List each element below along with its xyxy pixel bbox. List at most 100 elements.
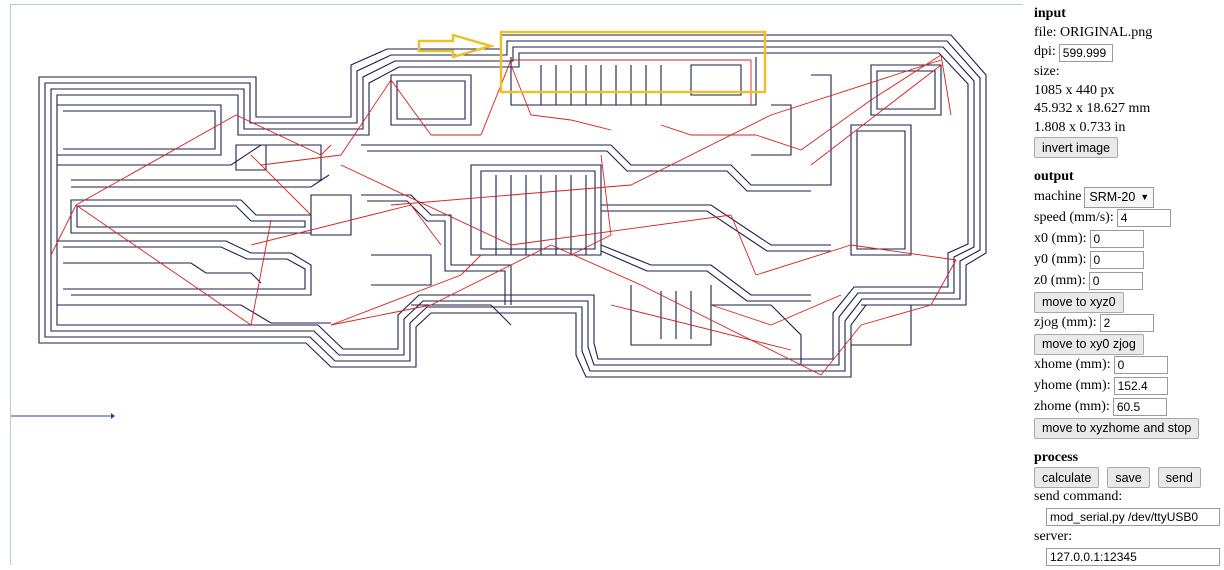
toolpath-outline: [63, 110, 216, 150]
machine-label: machine: [1034, 188, 1082, 204]
toolpath-outline: [811, 74, 832, 186]
move-to-xy0-zjog-button[interactable]: move to xy0 zjog: [1034, 333, 1144, 355]
zhome-input[interactable]: [1112, 398, 1167, 416]
move-line: [510, 64, 612, 131]
move-to-xyzhome-button[interactable]: move to xyzhome and stop: [1034, 417, 1200, 439]
highlight-arrow: [417, 33, 496, 59]
speed-label: speed (mm/s):: [1034, 209, 1114, 225]
invert-row: invert image: [1034, 137, 1224, 158]
dpi-input[interactable]: [1058, 43, 1113, 62]
dropdown-arrow-icon: ▼: [1140, 191, 1150, 202]
machine-select-value: SRM-20: [1089, 189, 1136, 204]
toolpath-outline: [751, 104, 792, 156]
toolpath-outline: [396, 80, 466, 120]
toolpath-outline: [57, 144, 322, 181]
toolpath-outline: [310, 194, 352, 236]
move-line: [755, 244, 852, 276]
speed-row: speed (mm/s):: [1034, 208, 1224, 229]
server-input[interactable]: [1046, 547, 1220, 566]
move-line: [75, 114, 237, 206]
calculate-button[interactable]: calculate: [1034, 467, 1100, 488]
toolpath-outline: [371, 254, 432, 286]
move-line: [250, 204, 412, 246]
toolpath-outline: [540, 65, 662, 105]
speed-input[interactable]: [1116, 209, 1171, 227]
size-px: 1085 x 440 px: [1034, 82, 1115, 98]
send-command-row: [1034, 507, 1224, 528]
toolpath-outline: [601, 210, 831, 252]
zjog-label: zjog (mm):: [1034, 314, 1097, 330]
move-line: [660, 124, 756, 136]
toolpath-outline: [367, 200, 506, 305]
toolpath-outline: [57, 240, 312, 296]
invert-image-button[interactable]: invert image: [1034, 137, 1119, 158]
move-line: [810, 64, 942, 166]
output-heading: output: [1034, 169, 1074, 184]
move-line: [410, 204, 442, 246]
yhome-row: yhome (mm):: [1034, 376, 1224, 397]
xhome-input[interactable]: [1113, 356, 1168, 374]
move-to-xyz0-button[interactable]: move to xyz0: [1034, 291, 1124, 313]
toolpath-outline: [711, 304, 802, 365]
toolpath-outline: [38, 34, 987, 378]
toolpath-outline: [660, 291, 692, 339]
move-line: [730, 214, 757, 276]
send-command-label: send command:: [1034, 489, 1123, 504]
move-line: [600, 154, 612, 236]
toolpath-outline: [57, 104, 222, 156]
file-label: file:: [1034, 24, 1057, 40]
toolpath-outline: [600, 250, 811, 302]
xhome-row: xhome (mm):: [1034, 355, 1224, 376]
move-xyz0-row: move to xyz0: [1034, 291, 1224, 313]
z0-input[interactable]: [1088, 272, 1143, 290]
zjog-row: zjog (mm):: [1034, 313, 1224, 334]
move-line: [430, 244, 552, 306]
move-line: [250, 154, 312, 216]
send-command-input[interactable]: [1046, 508, 1220, 526]
toolpath-outline: [870, 64, 942, 116]
move-line: [480, 59, 512, 136]
toolpath-canvas[interactable]: [10, 4, 1023, 565]
toolpath-outline: [390, 74, 472, 126]
toolpath-outline: [851, 304, 912, 346]
toolpath-outline: [470, 164, 602, 256]
move-line: [510, 214, 732, 246]
move-line: [755, 134, 802, 151]
move-line: [940, 54, 952, 116]
x0-input[interactable]: [1089, 230, 1144, 248]
toolpath-outline: [856, 130, 906, 250]
toolpath-outline: [63, 262, 262, 284]
move-line: [330, 304, 432, 326]
move-line: [870, 54, 942, 101]
x0-row: x0 (mm):: [1034, 229, 1224, 250]
highlight-annotation: [417, 30, 767, 94]
zhome-label: zhome (mm):: [1034, 398, 1110, 414]
move-line: [820, 324, 862, 376]
toolpath-outline: [70, 199, 312, 234]
server-label: server:: [1034, 528, 1073, 544]
toolpath-outline: [361, 144, 811, 186]
move-line: [850, 244, 957, 261]
process-heading: process: [1034, 449, 1079, 465]
move-line: [250, 219, 272, 326]
toolpath-outline: [44, 40, 981, 372]
send-button[interactable]: send: [1157, 467, 1201, 488]
size-in: 1.808 x 0.733 in: [1034, 119, 1126, 135]
toolpath-outline: [690, 64, 742, 96]
control-panel: input file: ORIGINAL.png dpi: size: 1085…: [1034, 5, 1224, 567]
toolpath-outline: [76, 205, 306, 228]
move-line: [390, 59, 942, 206]
dpi-label: dpi:: [1034, 44, 1056, 60]
y0-input[interactable]: [1089, 251, 1144, 269]
rapid-moves: [50, 54, 957, 376]
zjog-input[interactable]: [1099, 314, 1154, 332]
move-line: [235, 114, 332, 156]
yhome-input[interactable]: [1113, 377, 1168, 395]
x-axis-arrowhead: [111, 413, 115, 419]
machine-select[interactable]: SRM-20 ▼: [1084, 186, 1155, 208]
file-row: file: ORIGINAL.png: [1034, 24, 1224, 43]
toolpath-view: [11, 30, 987, 419]
machine-row: machine SRM-20 ▼: [1034, 186, 1224, 208]
save-button[interactable]: save: [1107, 467, 1150, 488]
move-line: [330, 274, 462, 326]
